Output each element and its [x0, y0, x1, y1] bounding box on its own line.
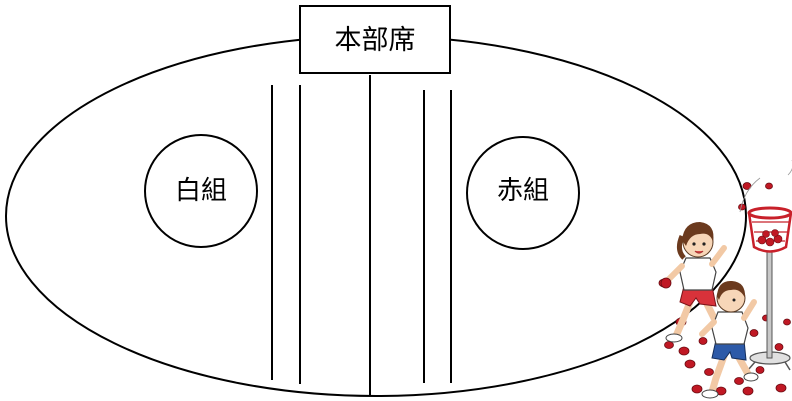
- headquarters-label: 本部席: [335, 25, 416, 56]
- red-team-circle: 赤組: [466, 136, 580, 250]
- headquarters-box: 本部席: [299, 5, 451, 74]
- white-team-circle: 白組: [144, 134, 258, 248]
- girl-figure: [660, 222, 727, 343]
- red-team-label: 赤組: [497, 176, 549, 206]
- center-lanes: [271, 75, 452, 396]
- white-team-label: 白組: [175, 176, 227, 206]
- basket-pole: [739, 160, 792, 371]
- field-oval: [5, 35, 747, 397]
- boy-figure: [699, 280, 759, 399]
- tamaire-illustration: [658, 160, 792, 399]
